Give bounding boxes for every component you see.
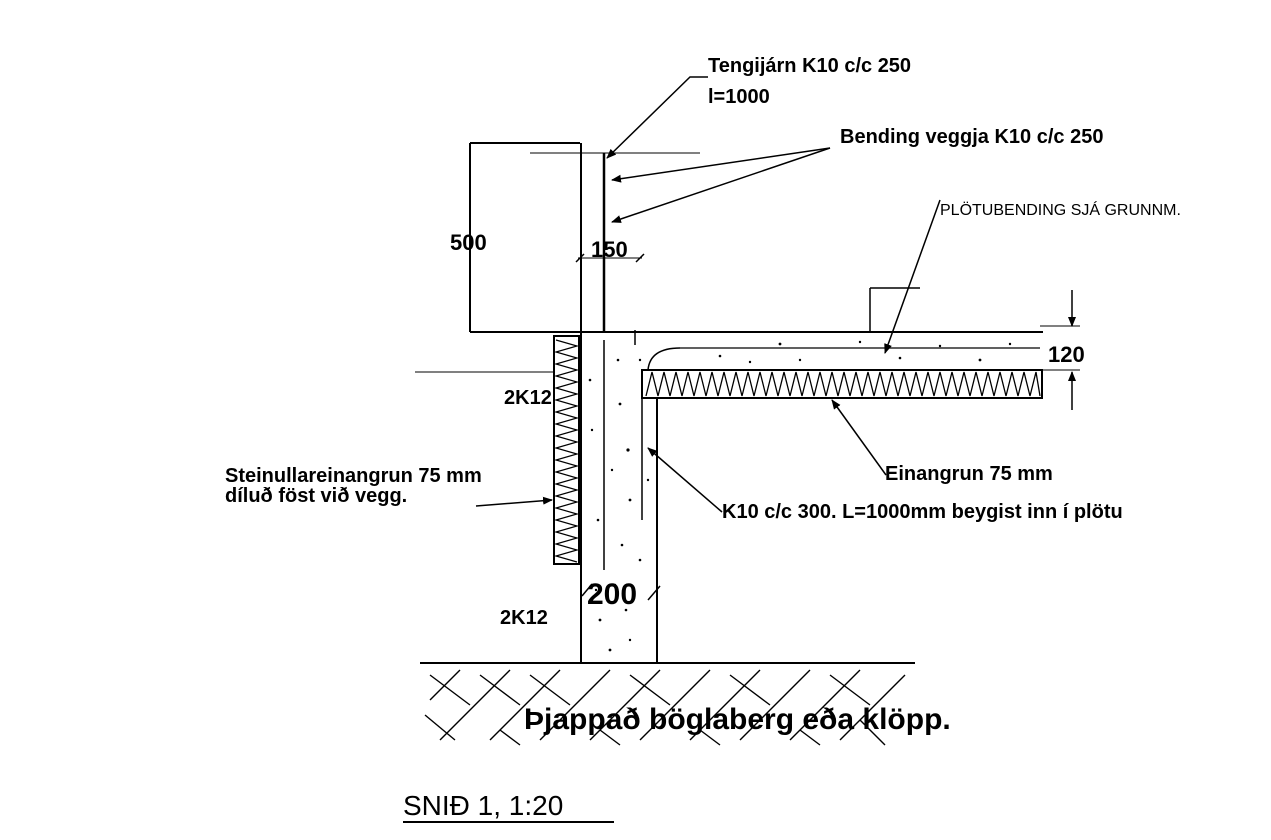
floor-slab (581, 287, 1080, 371)
label-ground: Þjappað böglaberg eða klöpp. (524, 703, 951, 736)
label-k10: K10 c/c 300. L=1000mm beygist inn í plöt… (722, 501, 1123, 523)
label-bending-veggja: Bending veggja K10 c/c 250 (840, 126, 1103, 148)
leader-lines (475, 76, 1076, 601)
label-plotubending: PLÖTUBENDING SJÁ GRUNNM. (940, 200, 1181, 219)
concrete-wall (580, 143, 658, 663)
wall-insulation (553, 335, 580, 565)
label-tengijarn: Tengijárn K10 c/c 250 (708, 55, 911, 77)
label-dim-200: 200 (587, 578, 637, 611)
label-bar-top: 2K12 (504, 387, 552, 409)
slab-insulation (641, 369, 1043, 399)
ground (415, 371, 915, 746)
label-steinull-line1: Steinullareinangrun 75 mm (225, 465, 482, 487)
label-tengijarn-length: l=1000 (708, 86, 770, 108)
label-einangrun: Einangrun 75 mm (885, 463, 1053, 485)
dim-500-box (469, 142, 700, 333)
label-bar-bottom: 2K12 (500, 607, 548, 629)
label-dim-120: 120 (1048, 342, 1085, 367)
section-title: SNIÐ 1, 1:20 (403, 790, 563, 821)
label-dim-150: 150 (591, 237, 628, 262)
label-dim-500: 500 (450, 230, 487, 255)
label-steinull-line2: díluð föst við vegg. (225, 485, 407, 507)
